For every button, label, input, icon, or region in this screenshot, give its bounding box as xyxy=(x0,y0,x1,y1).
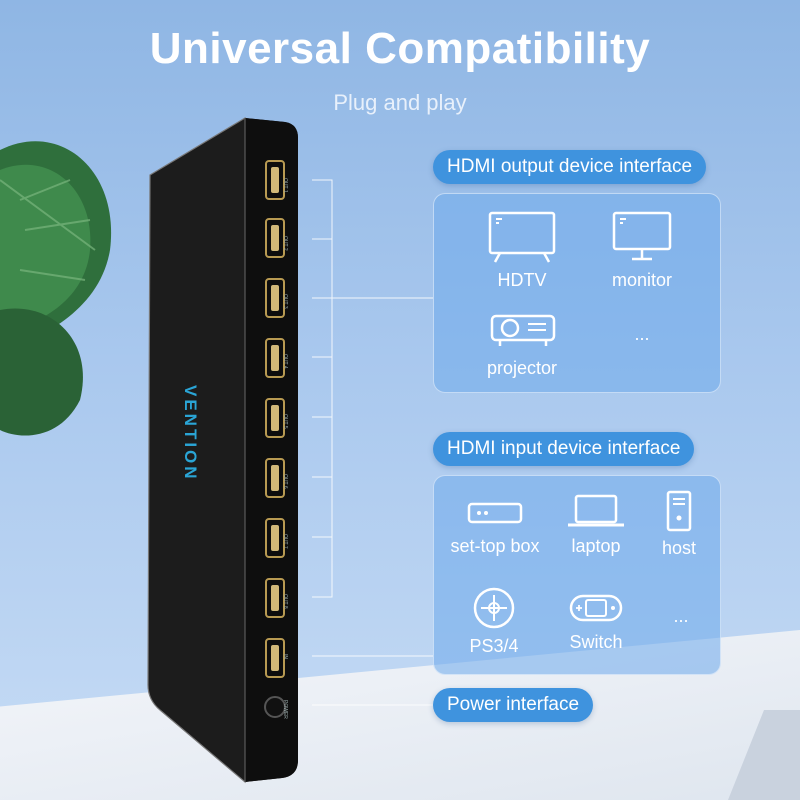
input-device-panel: set-top box laptop host PS3/4 Switch xyxy=(433,475,721,675)
output-item-more: ... xyxy=(594,324,690,345)
power-interface-label: Power interface xyxy=(433,688,594,722)
page-title: Universal Compatibility xyxy=(149,24,651,73)
output-item-projector: projector xyxy=(474,306,570,379)
projector-icon xyxy=(490,314,556,346)
output-item-monitor: monitor xyxy=(594,210,690,291)
port-label: POWER xyxy=(282,700,288,719)
power-port[interactable] xyxy=(264,696,286,718)
ellipsis-label: ... xyxy=(673,606,689,626)
input-item-label: set-top box xyxy=(450,536,540,556)
port-label: OUT 8 xyxy=(282,594,288,609)
hdmi-port-out-6[interactable] xyxy=(265,458,285,498)
input-item-label: laptop xyxy=(571,536,621,556)
input-item-label: host xyxy=(661,538,697,558)
hdmi-port-out-7[interactable] xyxy=(265,518,285,558)
tv-icon xyxy=(488,211,556,263)
switch-console-icon xyxy=(569,594,623,622)
hdmi-port-out-4[interactable] xyxy=(265,338,285,378)
monitor-icon xyxy=(612,211,672,261)
port-label: OUT 7 xyxy=(282,534,288,549)
port-label: OUT 6 xyxy=(282,474,288,489)
plant-leaf-image xyxy=(0,141,112,436)
hdmi-port-out-2[interactable] xyxy=(265,218,285,258)
input-item-ps: PS3/4 xyxy=(444,586,544,657)
brand-logo: VENTION xyxy=(181,385,200,482)
gamepad-icon xyxy=(473,587,515,629)
input-item-label: PS3/4 xyxy=(469,636,519,656)
output-item-hdtv: HDTV xyxy=(474,210,570,291)
page-subtitle: Plug and play xyxy=(333,90,467,115)
output-item-label: monitor xyxy=(611,270,673,290)
ellipsis-label: ... xyxy=(634,324,650,344)
input-interface-label: HDMI input device interface xyxy=(433,432,695,466)
input-item-laptop: laptop xyxy=(550,492,642,557)
port-label: OUT 5 xyxy=(282,414,288,429)
port-label: OUT 2 xyxy=(282,236,288,251)
input-item-switch: Switch xyxy=(546,590,646,653)
output-item-label: projector xyxy=(486,358,558,378)
input-item-host: host xyxy=(644,490,714,559)
pc-tower-icon xyxy=(666,490,692,532)
port-label: OUT 1 xyxy=(282,178,288,193)
hdmi-port-in[interactable] xyxy=(265,638,285,678)
output-device-panel: HDTV monitor projector ... xyxy=(433,193,721,393)
input-item-more: ... xyxy=(644,606,718,627)
input-item-label: Switch xyxy=(569,632,623,652)
hdmi-port-out-3[interactable] xyxy=(265,278,285,318)
hdmi-port-out-8[interactable] xyxy=(265,578,285,618)
port-label: OUT 4 xyxy=(282,354,288,369)
input-item-set-top-box: set-top box xyxy=(440,492,550,557)
hdmi-port-out-1[interactable] xyxy=(265,160,285,200)
hdmi-port-out-5[interactable] xyxy=(265,398,285,438)
port-label: OUT 3 xyxy=(282,294,288,309)
port-label: IN xyxy=(282,654,288,659)
set-top-box-icon xyxy=(467,502,523,524)
output-item-label: HDTV xyxy=(497,270,547,290)
laptop-icon xyxy=(568,494,624,527)
output-interface-label: HDMI output device interface xyxy=(433,150,707,184)
